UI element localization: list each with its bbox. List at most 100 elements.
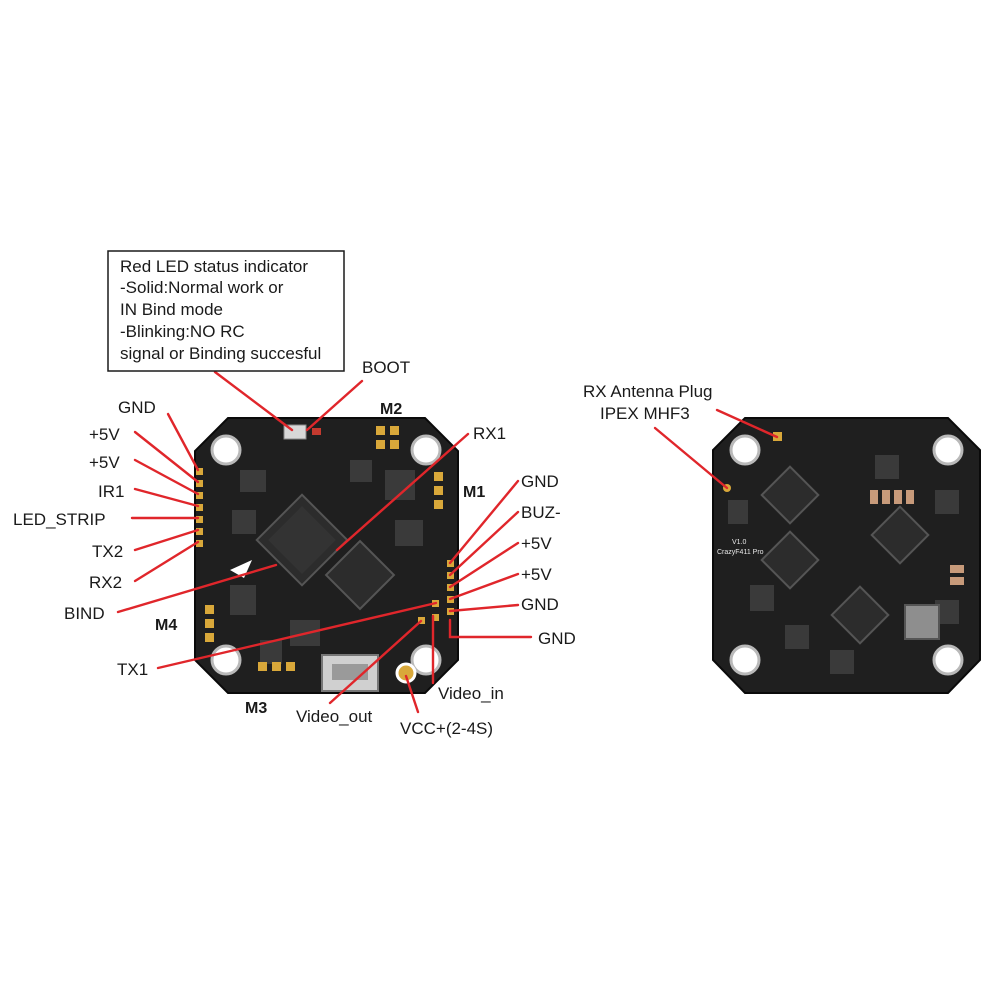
solder-pad xyxy=(196,504,203,511)
pin-label-led-strip: LED_STRIP xyxy=(13,510,106,529)
status-note-line-3: IN Bind mode xyxy=(120,300,223,319)
leader-gnd-right-2 xyxy=(448,603,520,613)
motor-pad xyxy=(434,486,443,495)
leader-rx1 xyxy=(335,432,470,552)
motor-label-m3: M3 xyxy=(245,700,267,717)
pin-label-gnd-right-2: GND xyxy=(521,595,559,614)
pin-label-vcc: VCC+(2-4S) xyxy=(400,719,493,738)
leader-buz xyxy=(448,510,520,577)
mosfet xyxy=(830,650,854,674)
solder-pad xyxy=(196,540,203,547)
bind-button-arrow xyxy=(230,560,252,578)
pin-label-tx1: TX1 xyxy=(117,660,148,679)
front-board xyxy=(194,417,459,694)
status-note-line-4: -Blinking:NO RC xyxy=(120,322,245,341)
pin-label-gnd-right-1: GND xyxy=(521,472,559,491)
motor-pad xyxy=(205,619,214,628)
mount-hole xyxy=(932,644,964,676)
motor-pad xyxy=(390,426,399,435)
leader-lines xyxy=(116,370,779,714)
leader-video-out xyxy=(328,619,423,705)
leader-gnd-right-1 xyxy=(448,479,520,565)
pin-label-gnd-right-3: GND xyxy=(538,629,576,648)
back-board: V1.0 CrazyF411 Pro xyxy=(712,417,981,694)
inductor xyxy=(904,604,940,640)
motor-pad xyxy=(205,605,214,614)
capacitor xyxy=(950,577,964,585)
component xyxy=(240,470,266,492)
esc-chip xyxy=(760,530,820,590)
leader-bind xyxy=(116,563,278,614)
status-note-line-2: -Solid:Normal work or xyxy=(120,278,284,297)
mount-hole xyxy=(210,434,242,466)
component xyxy=(350,460,372,482)
leader-tx1 xyxy=(156,601,438,670)
motor-pad xyxy=(390,440,399,449)
status-note-line-1: Red LED status indicator xyxy=(120,257,308,276)
mount-hole xyxy=(729,644,761,676)
esc-chip xyxy=(830,585,890,645)
vcc-pad xyxy=(395,662,417,684)
motor-label-m2: M2 xyxy=(380,401,402,418)
usb-port-inner xyxy=(332,664,368,680)
solder-pad xyxy=(196,468,203,475)
motor-pad xyxy=(286,662,295,671)
leader-rx2 xyxy=(133,540,200,583)
pin-label-5v-left-2: +5V xyxy=(89,453,120,472)
esc-chip xyxy=(760,465,820,525)
leader-ir1 xyxy=(133,487,200,508)
pin-label-video-in: Video_in xyxy=(438,684,504,703)
mosfet xyxy=(785,625,809,649)
status-note-border xyxy=(107,250,345,372)
solder-pad xyxy=(196,480,203,487)
solder-pad xyxy=(432,614,439,621)
pin-label-rx1: RX1 xyxy=(473,424,506,443)
mosfet xyxy=(935,490,959,514)
status-note-line-5: signal or Binding succesful xyxy=(120,344,321,363)
component xyxy=(232,510,256,534)
mount-hole xyxy=(729,434,761,466)
mount-hole xyxy=(932,434,964,466)
pin-label-ir1: IR1 xyxy=(98,482,124,501)
antenna-label-line-2: IPEX MHF3 xyxy=(600,404,690,423)
motor-pad xyxy=(205,633,214,642)
motor-pad xyxy=(434,500,443,509)
component xyxy=(230,585,256,615)
motor-pad xyxy=(258,662,267,671)
mosfet xyxy=(875,455,899,479)
leader-status-led xyxy=(213,370,294,432)
pin-label-tx2: TX2 xyxy=(92,542,123,561)
pin-label-rx2: RX2 xyxy=(89,573,122,592)
leader-boot xyxy=(305,379,364,432)
capacitor xyxy=(894,490,902,504)
esc-chip xyxy=(870,505,930,565)
antenna-label-line-1: RX Antenna Plug xyxy=(583,382,712,401)
pin-label-gnd-left: GND xyxy=(118,398,156,417)
capacitor xyxy=(950,565,964,573)
leader-5v-left-1 xyxy=(133,430,200,484)
pin-label-bind: BIND xyxy=(64,604,105,623)
capacitor xyxy=(870,490,878,504)
pin-label-video-out: Video_out xyxy=(296,707,373,726)
status-led xyxy=(312,428,321,435)
motor-pad xyxy=(272,662,281,671)
pin-label-5v-right-2: +5V xyxy=(521,565,552,584)
leader-antenna-1 xyxy=(715,408,779,439)
solder-pad xyxy=(196,516,203,523)
leader-antenna-2 xyxy=(653,426,729,490)
leader-gnd-right-3 xyxy=(448,618,533,639)
silk-model: CrazyF411 Pro xyxy=(717,549,764,556)
motor-label-m1: M1 xyxy=(463,484,485,501)
pin-label-5v-right-1: +5V xyxy=(521,534,552,553)
component xyxy=(260,640,282,664)
capacitor xyxy=(882,490,890,504)
mosfet xyxy=(750,585,774,611)
leader-tx2 xyxy=(133,528,200,552)
mount-hole xyxy=(410,644,442,676)
solder-pad xyxy=(196,528,203,535)
motor-pad xyxy=(376,426,385,435)
leader-vcc xyxy=(404,674,420,714)
mount-hole xyxy=(410,434,442,466)
status-note-box: Red LED status indicator -Solid:Normal w… xyxy=(107,250,345,372)
